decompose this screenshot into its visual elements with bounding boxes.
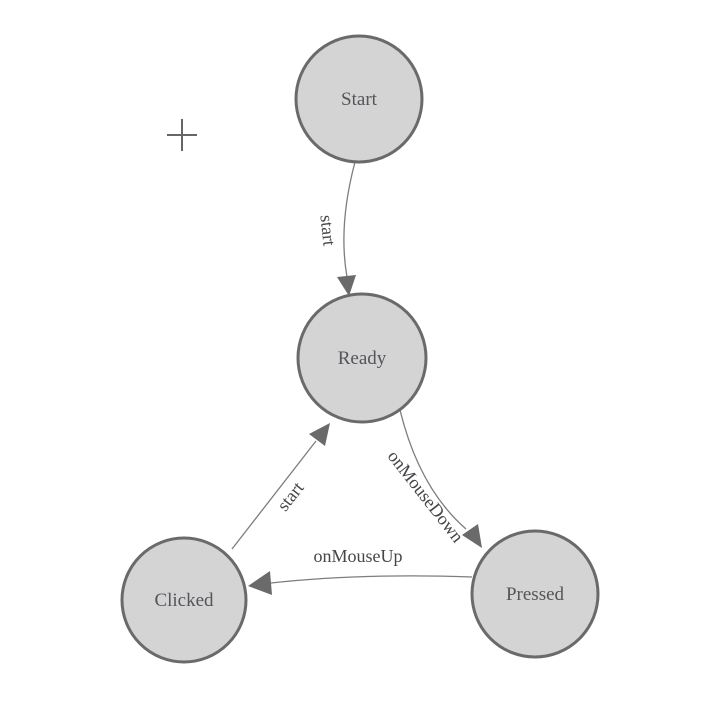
transition-ready-to-pressed[interactable]: onMouseDown	[384, 409, 482, 548]
crosshair-cursor	[167, 119, 197, 151]
state-node-clicked[interactable]: Clicked	[120, 536, 248, 664]
state-label: Ready	[338, 348, 387, 369]
transition-start-to-ready[interactable]: start	[316, 161, 356, 296]
state-node-pressed[interactable]: Pressed	[470, 529, 600, 659]
edge-label: onMouseDown	[384, 446, 468, 546]
state-node-ready[interactable]: Ready	[296, 292, 428, 424]
edge-path[interactable]	[343, 161, 356, 278]
state-circle[interactable]	[296, 292, 428, 424]
edge-path[interactable]	[270, 575, 473, 584]
arrowhead-icon	[309, 423, 330, 446]
edge-label: start	[316, 214, 339, 247]
state-node-start[interactable]: Start	[294, 34, 424, 164]
transition-clicked-to-ready[interactable]: start	[231, 423, 330, 550]
state-circle[interactable]	[294, 34, 424, 164]
state-circle[interactable]	[470, 529, 600, 659]
edge-path[interactable]	[231, 440, 317, 550]
state-label: Clicked	[154, 590, 214, 611]
state-label: Start	[341, 89, 378, 110]
arrowhead-icon	[462, 524, 482, 548]
arrowhead-icon	[337, 275, 356, 296]
arrowhead-icon	[248, 571, 272, 595]
state-label: Pressed	[506, 584, 565, 605]
state-circle[interactable]	[120, 536, 248, 664]
transition-pressed-to-clicked[interactable]: onMouseUp	[248, 546, 473, 595]
edge-path[interactable]	[399, 409, 467, 530]
edge-label: onMouseUp	[314, 546, 403, 566]
edge-label: start	[273, 478, 308, 515]
